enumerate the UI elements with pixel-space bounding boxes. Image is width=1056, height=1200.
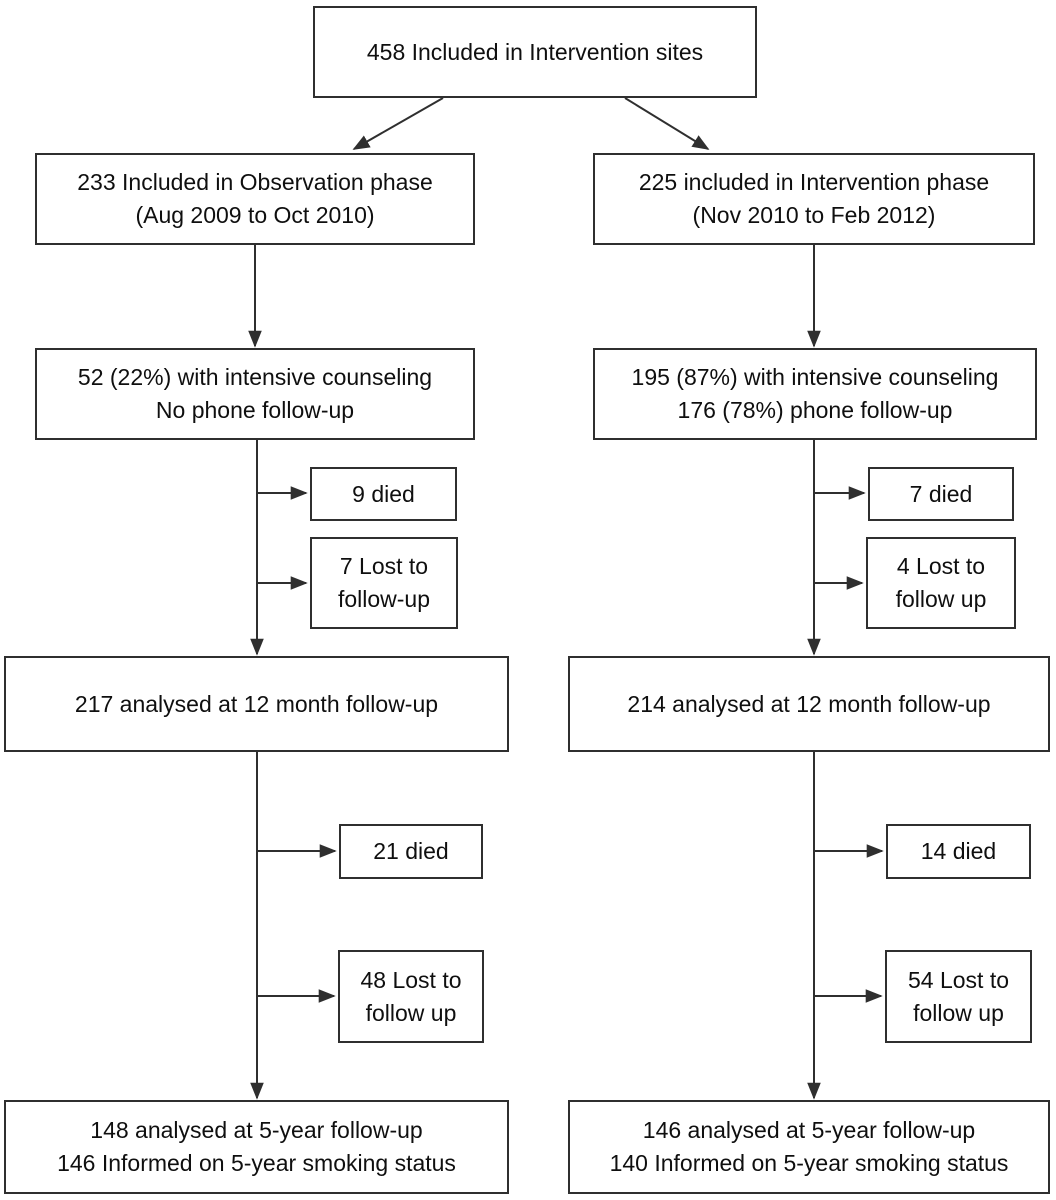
node-text: 217 analysed at 12 month follow-up (74, 690, 439, 717)
node-obs-analysed-12m: 217 analysed at 12 month follow-up (4, 656, 509, 752)
node-obs-died-5y: 21 died (339, 824, 483, 879)
node-text: 9 died (352, 480, 415, 507)
node-int-lost-5y: 54 Lost to follow up (885, 950, 1032, 1043)
node-text: 225 included in Intervention phase (638, 169, 990, 195)
node-int-died-5y: 14 died (886, 824, 1031, 879)
node-text: 52 (22%) with intensive counseling (77, 364, 433, 390)
node-intervention-phase: 225 included in Intervention phase (Nov … (593, 153, 1035, 245)
node-text: 48 Lost to (360, 966, 462, 993)
node-text: 148 analysed at 5-year follow-up (90, 1117, 423, 1143)
node-text: 458 Included in Intervention sites (366, 38, 704, 65)
node-text: follow up (895, 586, 987, 612)
node-text: (Aug 2009 to Oct 2010) (135, 202, 375, 228)
node-text: follow-up (337, 586, 431, 612)
node-obs-analysed-5y: 148 analysed at 5-year follow-up 146 Inf… (4, 1100, 509, 1194)
node-text: 54 Lost to (907, 966, 1010, 993)
node-text: 195 (87%) with intensive counseling (631, 364, 999, 390)
node-text: 214 analysed at 12 month follow-up (627, 690, 991, 717)
node-int-lost-12m: 4 Lost to follow up (866, 537, 1016, 629)
node-int-analysed-5y: 146 analysed at 5-year follow-up 140 Inf… (568, 1100, 1050, 1194)
node-text: 7 died (909, 480, 973, 507)
node-int-counseling: 195 (87%) with intensive counseling 176 … (593, 348, 1037, 440)
node-text: 146 analysed at 5-year follow-up (642, 1117, 976, 1143)
node-text: 4 Lost to (896, 553, 986, 579)
node-text: 233 Included in Observation phase (77, 169, 433, 195)
node-text: 146 Informed on 5-year smoking status (57, 1150, 456, 1176)
node-observation-phase: 233 Included in Observation phase (Aug 2… (35, 153, 475, 245)
node-obs-died-12m: 9 died (310, 467, 457, 521)
node-included-intervention-sites: 458 Included in Intervention sites (313, 6, 757, 98)
node-text: follow up (913, 999, 1004, 1026)
arrow-sites-to-intervention (624, 97, 710, 150)
node-int-died-12m: 7 died (868, 467, 1014, 521)
node-text: 140 Informed on 5-year smoking status (609, 1150, 1009, 1176)
node-text: No phone follow-up (155, 397, 355, 423)
node-text: follow up (365, 999, 457, 1026)
node-text: 14 died (920, 838, 997, 864)
node-text: 7 Lost to (339, 553, 429, 579)
node-obs-counseling: 52 (22%) with intensive counseling No ph… (35, 348, 475, 440)
node-int-analysed-12m: 214 analysed at 12 month follow-up (568, 656, 1050, 752)
node-text: 21 died (373, 838, 449, 864)
node-text: 176 (78%) phone follow-up (677, 397, 953, 423)
arrow-sites-to-observation (352, 97, 444, 150)
node-text: (Nov 2010 to Feb 2012) (692, 202, 936, 228)
node-obs-lost-5y: 48 Lost to follow up (338, 950, 484, 1043)
node-obs-lost-12m: 7 Lost to follow-up (310, 537, 458, 629)
